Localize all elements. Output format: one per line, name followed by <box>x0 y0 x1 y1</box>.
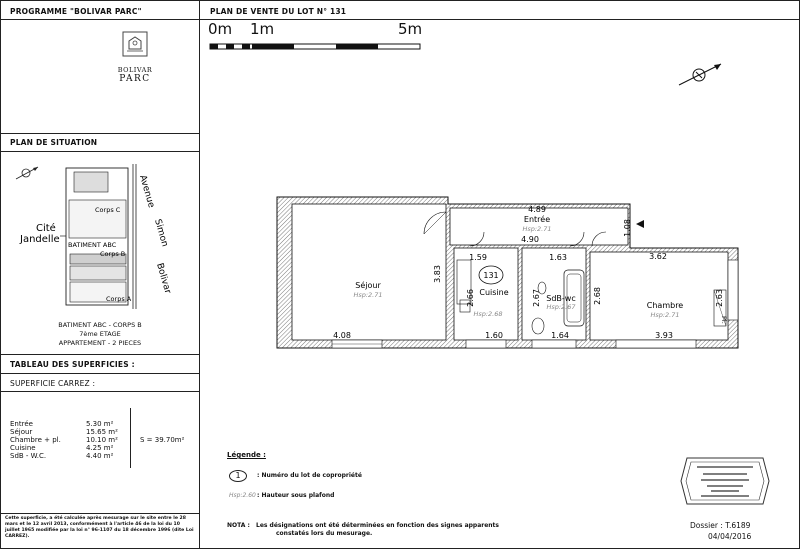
divider <box>0 391 200 392</box>
logo-line-2: PARC <box>119 74 151 84</box>
room-entree-hsp: Hsp:2.71 <box>522 225 551 233</box>
street-cite: Cité <box>36 222 56 234</box>
plan-title: PLAN DE VENTE DU LOT N° 131 <box>210 7 347 16</box>
dim-3-83: 3.83 <box>433 265 442 283</box>
situation-title: PLAN DE SITUATION <box>10 138 98 147</box>
expert-stamp <box>680 457 770 505</box>
row-value: 15.65 m² <box>86 428 118 436</box>
legende-item-2: : Hauteur sous plafond <box>257 492 335 499</box>
programme-title: PROGRAMME "BOLIVAR PARC" <box>10 7 142 16</box>
dossier-date: 04/04/2016 <box>708 532 752 541</box>
dim-4-89: 4.89 <box>528 205 546 214</box>
nota-text-1: Les désignations ont été déterminées en … <box>256 522 499 529</box>
room-entree: Entrée <box>524 214 550 224</box>
superficies-title: TABLEAU DES SUPERFICIES : <box>10 360 135 369</box>
floor-plan: Entrée Hsp:2.71 Séjour Hsp:2.71 Cuisine … <box>276 196 739 349</box>
row-name: Entrée <box>10 420 33 428</box>
scale-label-5: 5m <box>398 20 423 38</box>
scale-bar: 0m 1m 5m <box>208 20 438 64</box>
room-sejour: Séjour <box>355 280 381 290</box>
nota-label: NOTA : <box>227 522 250 529</box>
row-name: Cuisine <box>10 444 36 452</box>
dim-1-08: 1.08 <box>623 219 632 237</box>
dim-2-66: 2.66 <box>466 289 475 307</box>
room-chambre-hsp: Hsp:2.71 <box>650 311 679 319</box>
dim-2-68: 2.68 <box>593 287 602 305</box>
north-arrow-icon <box>678 63 722 86</box>
nota-text-2: constatés lors du mesurage. <box>276 530 373 537</box>
dim-1-59: 1.59 <box>469 253 487 262</box>
divider <box>0 354 200 355</box>
label-corps-c: Corps C <box>95 206 121 214</box>
dim-1-60: 1.60 <box>485 331 503 340</box>
carrez-title: SUPERFICIE CARREZ : <box>10 379 96 388</box>
dim-2-67: 2.67 <box>532 289 541 307</box>
row-value: 4.40 m² <box>86 452 114 460</box>
room-sdb-hsp: Hsp:2.67 <box>546 303 576 311</box>
street-jandelle: Jandelle <box>19 234 60 245</box>
carrez-note: Cette superficie, a été calculée après m… <box>5 516 194 539</box>
room-sejour-hsp: Hsp:2.71 <box>353 291 382 299</box>
row-name: Chambre + pl. <box>10 436 61 444</box>
scale-label-0: 0m <box>208 20 233 38</box>
lot-number: 131 <box>483 271 498 280</box>
dim-4-08: 4.08 <box>333 331 351 340</box>
situation-map: Avenue Simon Bolivar Cité Jandelle Corps… <box>15 164 172 309</box>
placard-label: Pl. <box>720 316 728 324</box>
situation-caption-3: APPARTEMENT - 2 PIECES <box>58 339 142 347</box>
divider <box>0 513 200 514</box>
label-corps-b: Corps B <box>100 250 125 258</box>
crest-icon <box>122 31 148 57</box>
total-surface: S = 39.70m² <box>140 436 185 444</box>
dim-2-63: 2.63 <box>715 289 724 307</box>
row-value: 4.25 m² <box>86 444 114 452</box>
lot-symbol: 1 <box>229 470 247 482</box>
divider <box>0 133 200 134</box>
situation-caption-1: BATIMENT ABC - CORPS B <box>58 321 142 329</box>
legende-item-1: : Numéro du lot de copropriété <box>257 472 362 479</box>
dim-3-93: 3.93 <box>655 331 673 340</box>
divider <box>200 19 800 20</box>
table-divider <box>130 408 131 468</box>
label-batiment-abc: BATIMENT ABC <box>68 241 117 249</box>
room-chambre: Chambre <box>647 301 684 310</box>
dim-4-90: 4.90 <box>521 235 539 244</box>
room-cuisine-hsp: Hsp:2.68 <box>473 310 502 318</box>
street-avenue: Avenue <box>137 174 156 209</box>
hsp-symbol: Hsp:2.60 <box>229 492 256 499</box>
row-value: 5.30 m² <box>86 420 114 428</box>
divider <box>0 151 200 152</box>
dim-3-62: 3.62 <box>649 252 667 261</box>
label-corps-a: Corps A <box>106 295 132 303</box>
left-panel: PROGRAMME "BOLIVAR PARC" BOLIVAR PARC PL… <box>0 0 200 549</box>
legende-title: Légende : <box>227 451 266 459</box>
dossier-number: Dossier : T.6189 <box>690 521 751 530</box>
bolivar-parc-logo: BOLIVAR PARC <box>105 31 165 91</box>
dim-1-64: 1.64 <box>551 331 569 340</box>
dim-1-63: 1.63 <box>549 253 567 262</box>
divider <box>0 373 200 374</box>
row-name: Séjour <box>10 428 33 436</box>
situation-caption-2: 7ème ETAGE <box>79 330 121 338</box>
street-bolivar: Bolivar <box>154 262 172 295</box>
scale-graduation <box>209 43 421 50</box>
scale-label-1: 1m <box>250 20 275 38</box>
room-sdb: SdB-wc <box>546 294 575 303</box>
row-value: 10.10 m² <box>86 436 118 444</box>
street-simon: Simon <box>152 218 169 248</box>
north-arrow-icon <box>15 166 39 180</box>
row-name: SdB - W.C. <box>10 452 47 460</box>
divider <box>0 19 200 20</box>
room-cuisine: Cuisine <box>479 288 508 297</box>
logo-line-1: BOLIVAR <box>117 66 153 74</box>
